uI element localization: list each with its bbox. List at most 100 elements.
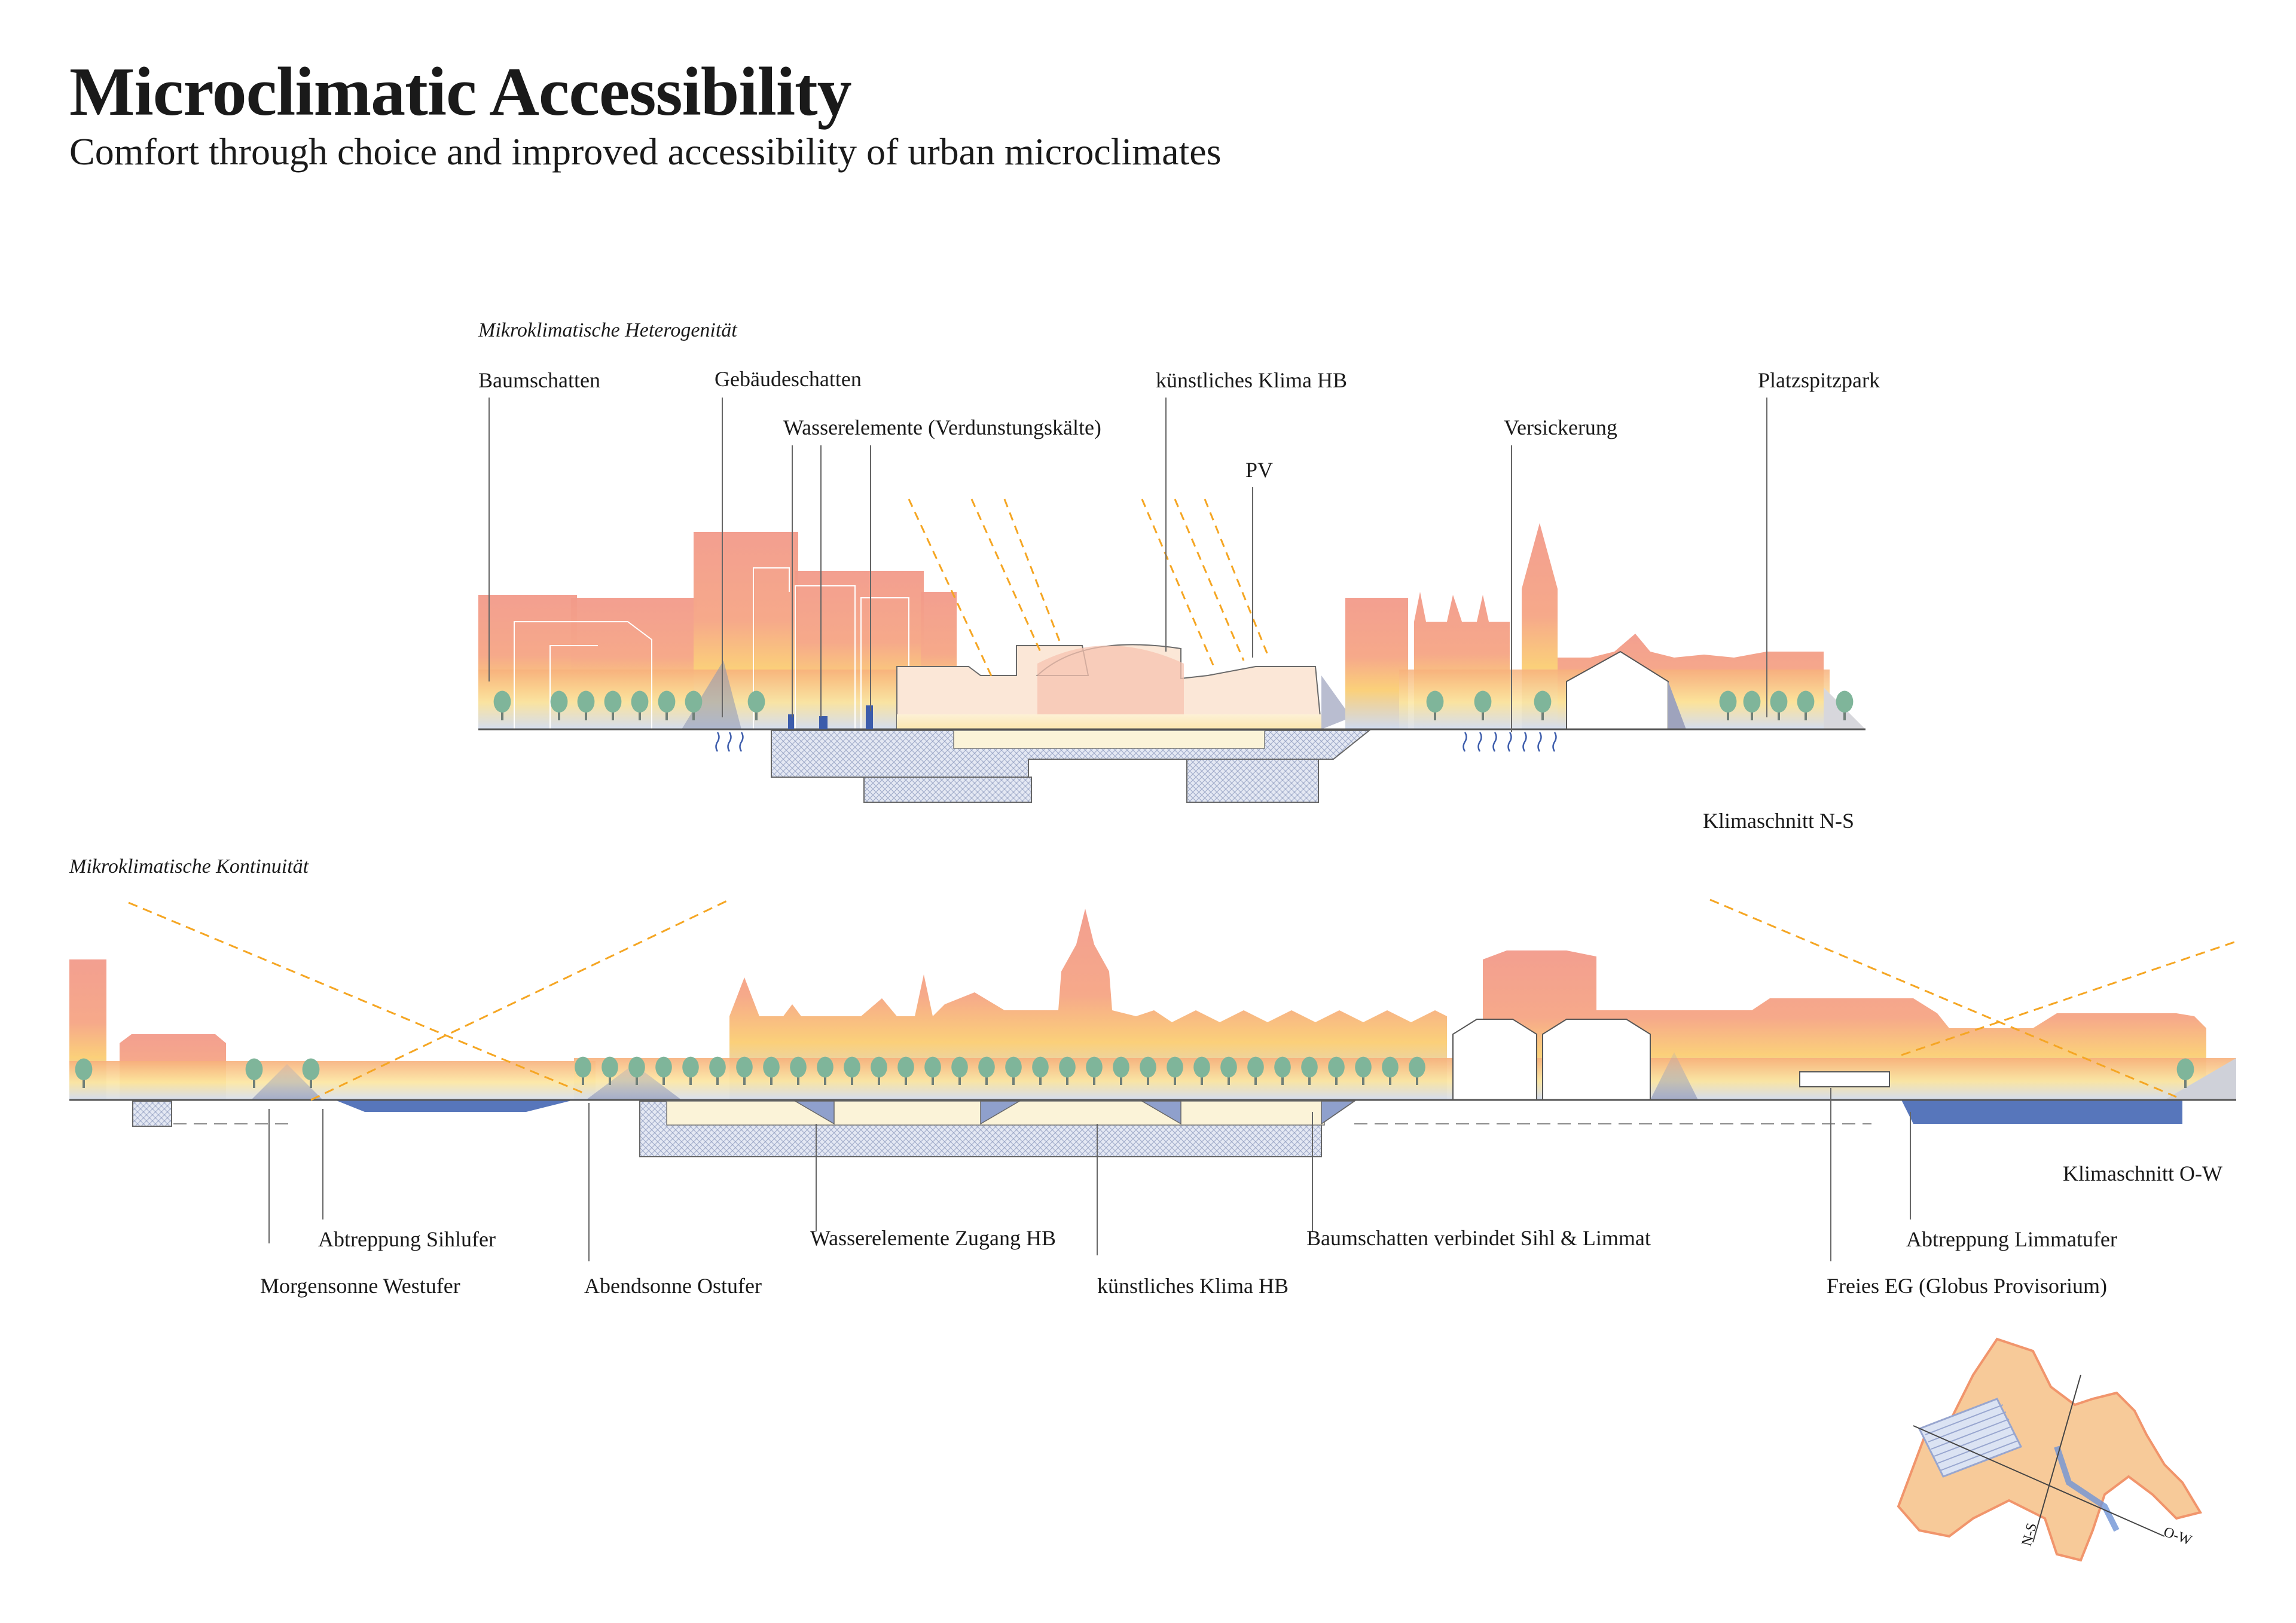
ow-tree: [1301, 1056, 1318, 1085]
section-ns: [478, 398, 1866, 803]
ow-tree: [1220, 1056, 1237, 1085]
map-track-lines: [1925, 1404, 2019, 1471]
ow-leader-lines: [268, 1088, 1911, 1261]
ow-label-abtreppung-sihlufer: Abtreppung Sihlufer: [318, 1227, 496, 1251]
ns-tree: [493, 690, 511, 720]
ow-tree: [628, 1056, 645, 1085]
ns-leader-lines: [488, 398, 1767, 732]
ow-sun-rays: [128, 898, 2237, 1101]
ow-tree: [1032, 1056, 1049, 1085]
map-network-orange: [1897, 1337, 2203, 1562]
ow-tree: [1328, 1056, 1345, 1085]
ow-tree: [844, 1056, 860, 1085]
ow-white-building-2: [1542, 1019, 1651, 1101]
ow-tree: [817, 1056, 833, 1085]
ow-tree: [245, 1058, 263, 1088]
ow-tree: [682, 1056, 699, 1085]
ow-tree: [1247, 1056, 1264, 1085]
ow-section-caption: Klimaschnitt O-W: [2063, 1162, 2222, 1185]
ns-underground-1: [863, 777, 1032, 803]
ow-label-baumschatten-verbindet: Baumschatten verbindet Sihl & Limmat: [1306, 1226, 1651, 1250]
ow-tree: [978, 1056, 995, 1085]
ow-tree: [75, 1058, 93, 1088]
ow-label-abtreppung-limmatufer: Abtreppung Limmatufer: [1906, 1227, 2117, 1251]
ns-shadow-wedge-left: [682, 661, 741, 729]
ow-label-wasserelemente-zugang: Wasserelemente Zugang HB: [810, 1226, 1056, 1250]
ns-tree: [1474, 690, 1492, 720]
ns-building-right-1: [1345, 598, 1408, 729]
ow-tree: [1382, 1056, 1399, 1085]
ns-slope-platzspitz: [1668, 681, 1686, 729]
section-ow: [69, 898, 2237, 1261]
ow-tree: [1140, 1056, 1156, 1085]
ns-tree: [685, 690, 703, 720]
ow-shade-right: [1650, 1052, 1698, 1100]
ns-water-wiggles: [715, 732, 1557, 752]
ns-tree: [1797, 690, 1815, 720]
ow-tree: [763, 1056, 780, 1085]
ow-tree: [655, 1056, 672, 1085]
page-title: Microclimatic Accessibility: [69, 54, 852, 130]
ns-section-caption: Klimaschnitt N-S: [1703, 809, 1854, 833]
map-river: [2054, 1445, 2120, 1532]
ns-label-baumschatten: Baumschatten: [478, 368, 600, 392]
ow-tree: [951, 1056, 968, 1085]
ow-section-heading: Mikroklimatische Kontinuität: [69, 855, 309, 878]
ns-label-wasserelemente: Wasserelemente (Verdunstungskälte): [783, 415, 1101, 439]
ow-slope-right: [2164, 1058, 2236, 1100]
ns-tree: [631, 690, 649, 720]
ns-tree: [1743, 690, 1761, 720]
ow-tree: [2176, 1058, 2194, 1088]
ns-tree: [747, 690, 765, 720]
ow-tree: [1167, 1056, 1183, 1085]
ow-tree: [709, 1056, 726, 1085]
ns-label-kuenstliches-klima: künstliches Klima HB: [1156, 368, 1347, 392]
ns-tree: [1534, 690, 1552, 720]
ns-tree: [577, 690, 595, 720]
ow-tree: [790, 1056, 807, 1085]
ow-globus-provisorium: [1799, 1071, 1890, 1087]
ow-tree: [1059, 1056, 1076, 1085]
ow-tree: [736, 1056, 753, 1085]
ow-underground-left: [132, 1101, 172, 1127]
ow-tree: [1274, 1056, 1291, 1085]
ow-label-kuenstliches-klima: künstliches Klima HB: [1097, 1274, 1289, 1298]
page-subtitle: Comfort through choice and improved acce…: [69, 130, 1222, 173]
ow-water-funnels: [793, 1101, 1356, 1125]
map-ow-line: [1913, 1425, 2165, 1537]
ow-tree: [924, 1056, 941, 1085]
ns-underground-light: [953, 730, 1265, 749]
ow-river-sihl: [335, 1100, 574, 1112]
ns-label-platzspitzpark: Platzspitzpark: [1758, 368, 1880, 392]
ns-label-pv: PV: [1245, 458, 1274, 482]
ow-tree: [871, 1056, 887, 1085]
ow-tree: [575, 1056, 591, 1085]
ow-tree: [1355, 1056, 1372, 1085]
ow-white-building-1: [1452, 1019, 1537, 1101]
ns-sun-rays: [908, 499, 1269, 679]
ns-underground-2: [1186, 759, 1319, 803]
ns-tree: [1426, 690, 1444, 720]
ns-label-versickerung: Versickerung: [1504, 415, 1617, 439]
ow-tree: [897, 1056, 914, 1085]
ow-tree: [302, 1058, 320, 1088]
map-inset: [1897, 1337, 2203, 1562]
ow-shade-center: [586, 1064, 682, 1100]
ow-label-freies-eg: Freies EG (Globus Provisorium): [1827, 1274, 2107, 1298]
ow-shade-left: [251, 1064, 323, 1100]
ns-label-gebaeudeschatten: Gebäudeschatten: [715, 367, 862, 391]
ow-tree: [602, 1056, 618, 1085]
map-ns-line: [2032, 1374, 2081, 1543]
ns-building-outlines-left: [514, 567, 909, 729]
ns-tree: [550, 690, 568, 720]
ow-tree: [1005, 1056, 1022, 1085]
ns-tree: [604, 690, 622, 720]
ow-tree: [1409, 1056, 1425, 1085]
ns-slope-right: [1321, 676, 1351, 729]
ns-section-heading: Mikroklimatische Heterogenität: [478, 319, 737, 341]
ow-tree: [1113, 1056, 1129, 1085]
ow-skyline-center: [729, 909, 1447, 1100]
ow-ground-heat-left: [69, 1061, 596, 1100]
ow-river-limmat: [1901, 1100, 2182, 1124]
